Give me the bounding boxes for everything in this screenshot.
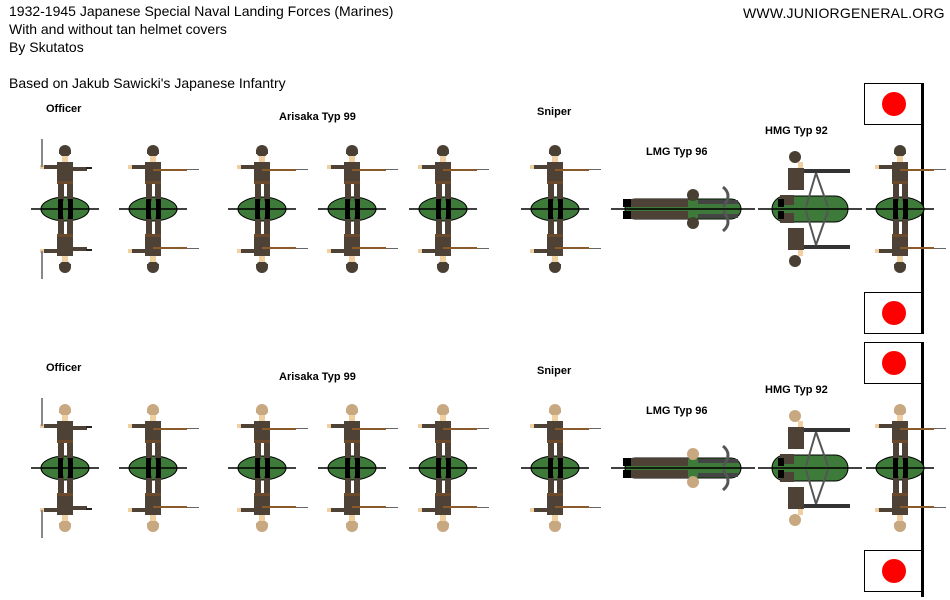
header-text: 1932-1945 Japanese Special Naval Landing…: [9, 2, 393, 92]
officer-figure: [31, 139, 99, 279]
rising-sun-icon: [882, 92, 906, 116]
title-line: 1932-1945 Japanese Special Naval Landing…: [9, 3, 394, 19]
label-sniper: Sniper: [537, 365, 572, 377]
japanese-flag: [864, 342, 924, 384]
rifleman-figure: [228, 145, 308, 273]
label-officer: Officer: [46, 103, 82, 115]
standard-bearer-figure: [866, 145, 946, 273]
rifleman-figure: [409, 404, 489, 532]
label-hmg: HMG Typ 92: [765, 384, 828, 396]
label-sniper: Sniper: [537, 106, 572, 118]
sniper-figure: [521, 145, 601, 273]
hmg-team-figure: [758, 410, 862, 526]
lmg-team-figure: [611, 185, 755, 233]
subtitle-line: With and without tan helmet covers: [9, 21, 227, 37]
rising-sun-icon: [882, 559, 906, 583]
label-arisaka: Arisaka Typ 99: [279, 371, 356, 383]
blank-line: [9, 56, 393, 74]
kneeling-rifleman-figure: [119, 145, 199, 273]
label-lmg: LMG Typ 96: [646, 405, 708, 417]
rifleman-figure: [318, 404, 398, 532]
rifleman-figure: [318, 145, 398, 273]
hmg-team-figure: [758, 151, 862, 267]
japanese-flag: [864, 83, 924, 125]
label-arisaka: Arisaka Typ 99: [279, 111, 356, 123]
website-link[interactable]: WWW.JUNIORGENERAL.ORG: [743, 5, 945, 21]
rising-sun-icon: [882, 351, 906, 375]
sniper-figure: [521, 404, 601, 532]
rising-sun-icon: [882, 301, 906, 325]
kneeling-rifleman-figure: [119, 404, 199, 532]
rifleman-figure: [409, 145, 489, 273]
author-line: By Skutatos: [9, 39, 84, 55]
japanese-flag: [864, 292, 924, 334]
japanese-flag: [864, 550, 924, 592]
rifleman-figure: [228, 404, 308, 532]
label-officer: Officer: [46, 362, 82, 374]
label-lmg: LMG Typ 96: [646, 146, 708, 158]
credit-line: Based on Jakub Sawicki's Japanese Infant…: [9, 75, 286, 91]
lmg-team-figure: [611, 444, 755, 492]
officer-figure: [31, 398, 99, 538]
label-hmg: HMG Typ 92: [765, 125, 828, 137]
standard-bearer-figure: [866, 404, 946, 532]
